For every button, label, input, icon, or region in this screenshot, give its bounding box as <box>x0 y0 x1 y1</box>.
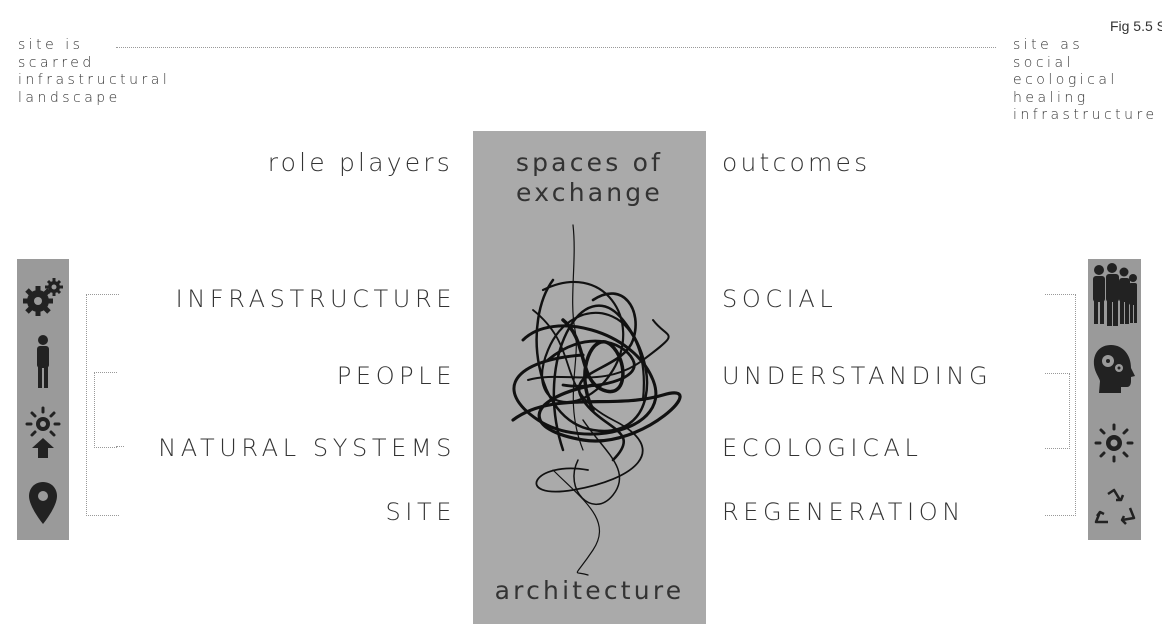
left-statement-line: scarred <box>18 54 95 71</box>
right-statement-line: infrastructure <box>1013 107 1158 124</box>
center-header-line: exchange <box>516 178 663 207</box>
header-outcomes: outcomes <box>722 148 871 177</box>
right-statement-line: site as <box>1013 37 1084 53</box>
group-people-icon <box>1088 263 1140 326</box>
right-statement-line: social <box>1013 54 1074 71</box>
right-bracket-outer <box>1045 294 1076 516</box>
left-icon-bar <box>17 259 69 540</box>
scribble-graphic <box>511 224 682 576</box>
left-statement-line: landscape <box>18 89 121 106</box>
recycle-icon <box>1088 477 1140 539</box>
center-header-line: spaces of <box>515 148 664 177</box>
right-item-ecological: ECOLOGICAL <box>722 434 923 462</box>
right-item-understanding: UNDERSTANDING <box>722 362 993 390</box>
left-bracket-outer <box>86 294 119 516</box>
left-bracket-inner <box>94 372 117 448</box>
head-gears-icon <box>1088 338 1140 400</box>
left-statement-line: site is <box>18 37 84 53</box>
left-item-people: PEOPLE <box>336 362 456 390</box>
left-bracket-tick <box>116 446 124 447</box>
right-bracket-inner <box>1045 373 1070 449</box>
left-statement: site is scarred infrastructural landscap… <box>18 37 170 107</box>
statement-connector-line <box>116 47 996 48</box>
person-icon <box>17 331 69 393</box>
right-statement-line: ecological <box>1013 72 1118 89</box>
right-statement-line: healing <box>1013 89 1089 106</box>
gears-icon <box>17 267 69 329</box>
right-item-social: SOCIAL <box>722 285 838 313</box>
left-item-site: SITE <box>385 498 456 526</box>
figure-label: Fig 5.5 S <box>1109 18 1162 34</box>
sun-arrow-icon <box>17 402 69 464</box>
right-statement: site as social ecological healing infras… <box>1013 37 1158 125</box>
left-statement-line: infrastructural <box>18 72 171 89</box>
right-icon-bar <box>1088 259 1141 540</box>
center-footer: architecture <box>494 576 685 605</box>
header-role-players: role players <box>267 148 453 177</box>
right-item-regeneration: REGENERATION <box>722 498 965 526</box>
location-pin-icon <box>17 472 69 534</box>
sun-icon <box>1088 412 1140 474</box>
center-header: spaces of exchange <box>473 148 706 208</box>
left-item-natural-systems: NATURAL SYSTEMS <box>158 434 456 462</box>
left-item-infrastructure: INFRASTRUCTURE <box>175 285 456 313</box>
